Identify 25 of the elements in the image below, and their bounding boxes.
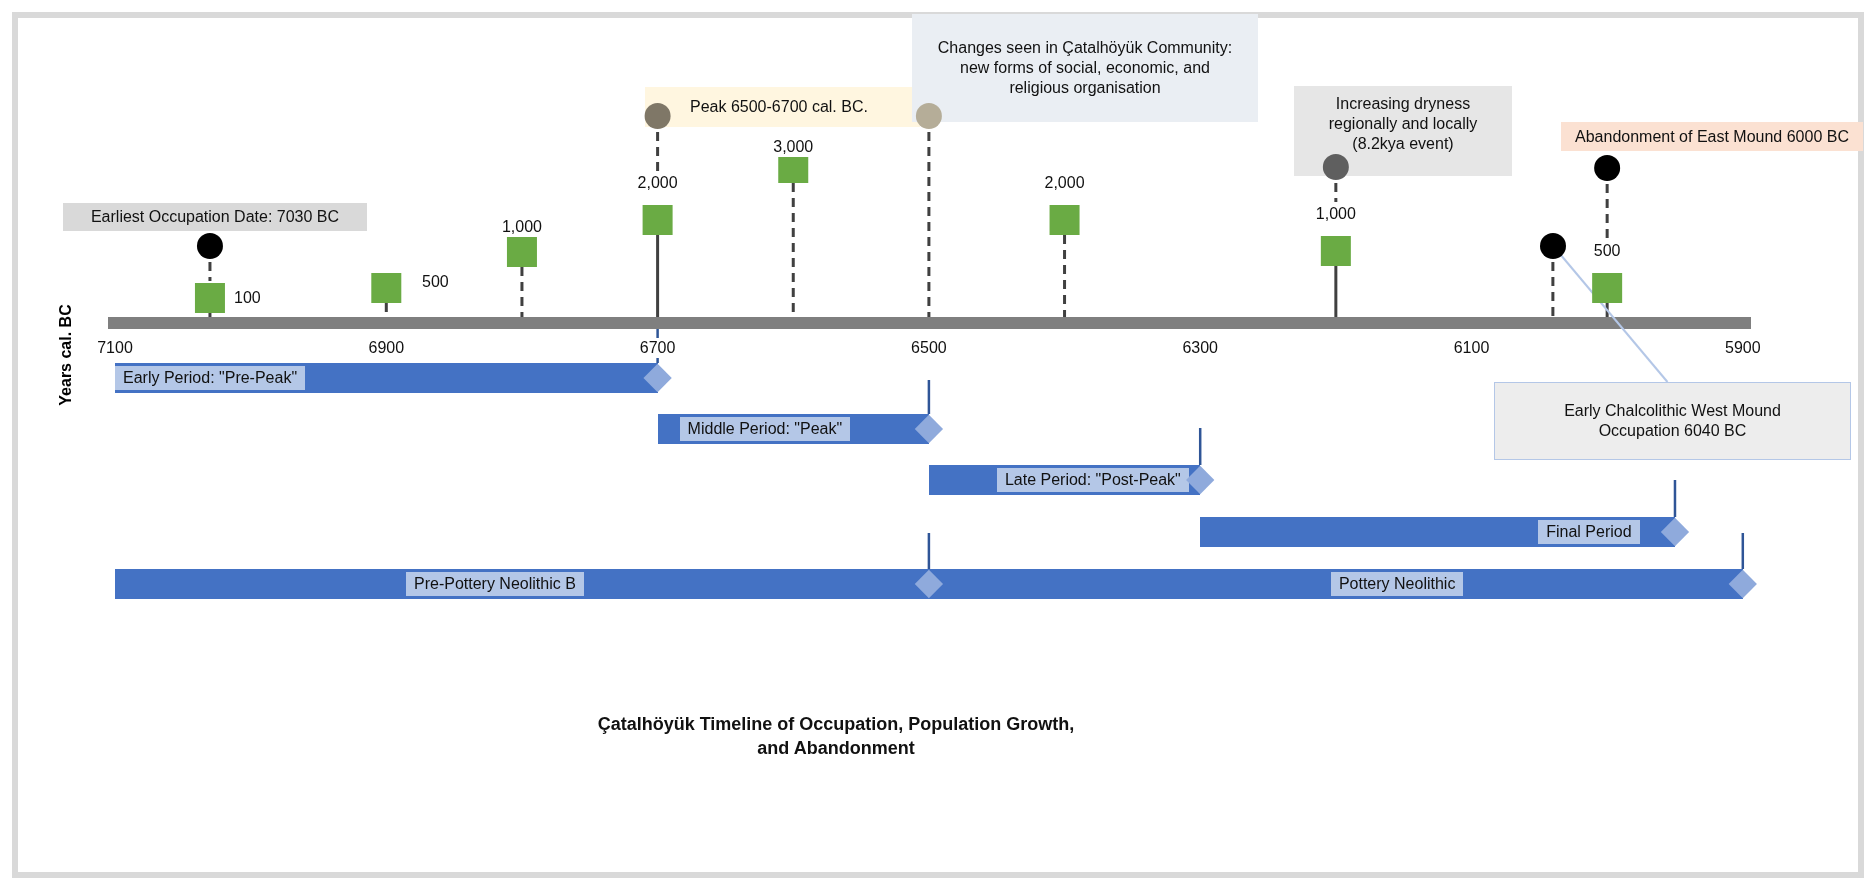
- period-bar: [657, 414, 929, 444]
- callout-box: Peak 6500-6700 cal. BC.: [645, 87, 920, 127]
- period-bar: [928, 465, 1201, 495]
- population-label: 2,000: [1042, 173, 1087, 193]
- callout-box: Changes seen in Çatalhöyük Community: new forms of social, economic, and religious organisation: [912, 14, 1258, 122]
- leader-line: [1560, 254, 1669, 383]
- period-bar: [115, 569, 929, 599]
- period-label: Late Period: "Post-Peak": [996, 468, 1189, 492]
- callout-box: Increasing dryness regionally and locally (8.2kya event): [1294, 86, 1512, 176]
- chart-title: Çatalhöyük Timeline of Occupation, Population Growth, and Abandonment: [596, 713, 1076, 760]
- period-label: Early Period: "Pre-Peak": [115, 366, 306, 390]
- period-bar: [115, 363, 658, 393]
- population-label: 2,000: [635, 173, 680, 193]
- callout-box: Early Chalcolithic West Mound Occupation 6040 BC: [1494, 382, 1851, 460]
- tick-label: 6700: [637, 338, 678, 358]
- axis-title: Years cal. BC: [56, 304, 75, 406]
- callout-box: Abandonment of East Mound 6000 BC: [1561, 122, 1863, 151]
- period-label: Middle Period: "Peak": [679, 417, 851, 441]
- period-label: Final Period: [1538, 520, 1640, 544]
- population-label: 1,000: [1313, 204, 1358, 224]
- period-label: Pottery Neolithic: [1330, 572, 1464, 596]
- period-label: Pre-Pottery Neolithic B: [406, 572, 584, 596]
- callout-box: Earliest Occupation Date: 7030 BC: [63, 203, 367, 231]
- period-bar: [1200, 517, 1675, 547]
- population-label: 3,000: [771, 137, 816, 157]
